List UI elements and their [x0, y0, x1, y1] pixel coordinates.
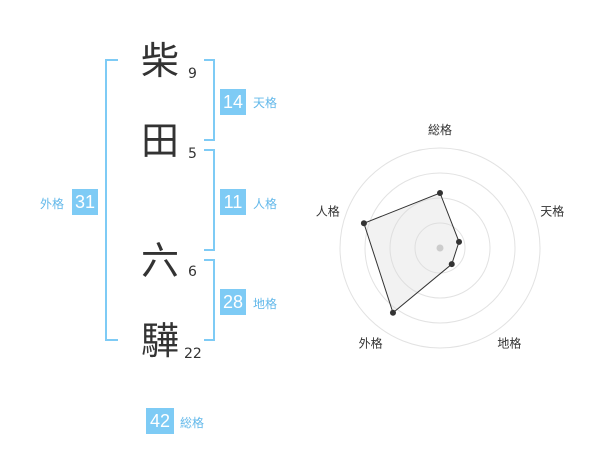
name-char-2: 田 — [140, 119, 179, 163]
radar-point-4 — [360, 220, 367, 227]
name-char-1: 柴 — [140, 39, 179, 83]
soukaku-label: 総格 — [180, 416, 205, 430]
gaikaku-bracket — [105, 59, 118, 341]
radar-ring-3 — [364, 172, 516, 324]
radar-point-3 — [389, 309, 396, 316]
stroke-count-4: 22 — [184, 346, 202, 362]
radar-point-2 — [448, 261, 455, 268]
radar-axis-label-3: 外格 — [359, 335, 383, 350]
radar-center-dot — [436, 244, 444, 252]
chikaku-label: 地格 — [253, 297, 278, 311]
radar-axis-label-2: 地格 — [497, 335, 521, 350]
jinkaku-bracket — [204, 149, 215, 251]
stroke-count-3: 6 — [188, 264, 197, 280]
soukaku-value: 42 — [146, 408, 174, 434]
radar-rings — [339, 147, 541, 349]
radar-point-1 — [456, 238, 463, 245]
radar-axis-label-4: 人格 — [316, 204, 340, 219]
chikaku-value: 28 — [220, 289, 246, 315]
radar-polygon — [363, 192, 460, 314]
radar-ring-4 — [339, 147, 541, 349]
jinkaku-value: 11 — [220, 189, 246, 215]
name-char-4: 驊 — [140, 319, 179, 363]
gaikaku-label: 外格 — [40, 197, 65, 211]
radar-ring-2 — [389, 197, 491, 299]
tenkaku-bracket — [204, 59, 215, 141]
radar-axis-label-0: 総格 — [428, 122, 452, 137]
radar-ring-1 — [414, 222, 466, 274]
gaikaku-value: 31 — [72, 189, 98, 215]
tenkaku-label: 天格 — [253, 96, 278, 110]
jinkaku-label: 人格 — [253, 197, 278, 211]
tenkaku-value: 14 — [220, 89, 246, 115]
stroke-count-1: 9 — [188, 66, 197, 82]
stroke-count-2: 5 — [188, 146, 197, 162]
radar-axis-label-1: 天格 — [540, 204, 564, 219]
radar-points — [360, 190, 463, 316]
chikaku-bracket — [204, 259, 215, 341]
radar-point-0 — [437, 190, 443, 196]
name-char-3: 六 — [140, 239, 179, 283]
